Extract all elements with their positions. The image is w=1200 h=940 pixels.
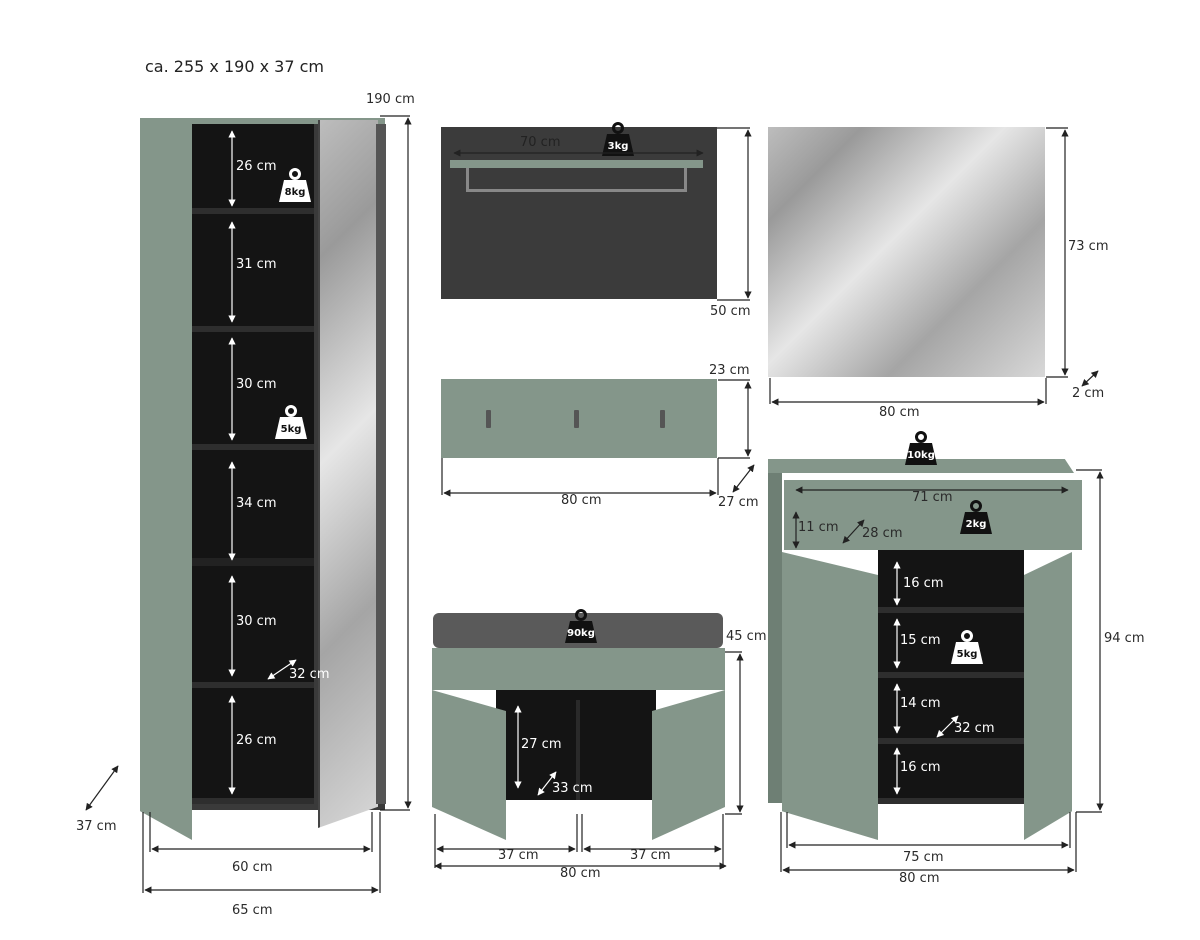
compartment-height: 26 cm <box>236 159 277 174</box>
bench-divider <box>576 700 580 800</box>
rack-depth-label: 27 cm <box>718 495 759 510</box>
panel-height-label: 50 cm <box>710 304 751 319</box>
compartment-height: 30 cm <box>236 614 277 629</box>
rack-width-label: 80 cm <box>561 493 602 508</box>
weight-icon: 5kg <box>273 405 309 441</box>
shelf <box>192 682 314 688</box>
rail-bracket <box>684 168 687 192</box>
mirror-depth-label: 2 cm <box>1072 386 1105 401</box>
compartment-height: 15 cm <box>900 633 941 648</box>
hook-icon <box>660 410 665 428</box>
left-door <box>782 552 878 840</box>
outer-width-label: 65 cm <box>232 903 273 918</box>
shelf-handle <box>170 558 314 566</box>
compartment-height: 31 cm <box>236 257 277 272</box>
shelf <box>192 798 314 804</box>
compartment-height: 16 cm <box>903 576 944 591</box>
shelf <box>878 607 1024 613</box>
mirror-door <box>318 120 378 828</box>
cabinet-height-label: 94 cm <box>1104 631 1145 646</box>
bench-inner-height-label: 27 cm <box>521 737 562 752</box>
inner-width-label: 60 cm <box>232 860 273 875</box>
mirror-glass <box>768 127 1045 377</box>
drawer-height-label: 11 cm <box>798 520 839 535</box>
bench-width-label: 80 cm <box>560 866 601 881</box>
cabinet-side <box>376 124 386 804</box>
cabinet-top <box>140 118 385 124</box>
compartment-height: 26 cm <box>236 733 277 748</box>
shelf <box>878 738 1024 744</box>
shelf <box>878 798 1024 804</box>
mirror-width-label: 80 cm <box>879 405 920 420</box>
shelf <box>192 326 314 332</box>
panel-shelf <box>450 160 703 168</box>
drawer-width-label: 71 cm <box>912 490 953 505</box>
hook-icon <box>574 410 579 428</box>
compartment-height: 16 cm <box>900 760 941 775</box>
shelf-depth-label: 32 cm <box>954 721 995 736</box>
weight-icon: 8kg <box>277 168 313 204</box>
shelf-depth-label: 32 cm <box>289 667 330 682</box>
weight-icon: 90kg <box>563 609 599 645</box>
compartment-height: 30 cm <box>236 377 277 392</box>
rack-height-label: 23 cm <box>709 363 750 378</box>
drawer-depth-label: 28 cm <box>862 526 903 541</box>
shelf <box>192 444 314 450</box>
weight-icon: 10kg <box>903 431 939 467</box>
hook-icon <box>486 410 491 428</box>
left-door <box>140 118 192 840</box>
mirror-height-label: 73 cm <box>1068 239 1109 254</box>
cabinet-interior <box>192 124 314 804</box>
bench-height-label: 45 cm <box>726 629 767 644</box>
bench-top-frame <box>432 648 725 690</box>
compartment-height: 14 cm <box>900 696 941 711</box>
weight-icon: 5kg <box>949 630 985 666</box>
rail-bracket <box>466 168 469 192</box>
set-dimensions-title: ca. 255 x 190 x 37 cm <box>145 57 324 76</box>
inner-width-label: 75 cm <box>903 850 944 865</box>
compartment-height: 34 cm <box>236 496 277 511</box>
weight-icon: 2kg <box>958 500 994 536</box>
bench-inner-depth-label: 33 cm <box>552 781 593 796</box>
right-door <box>1024 552 1072 840</box>
hanging-rail <box>466 189 687 192</box>
shelf <box>192 208 314 214</box>
height-label: 190 cm <box>366 92 415 107</box>
panel-width-label: 70 cm <box>520 135 561 150</box>
depth-label: 37 cm <box>76 819 117 834</box>
outer-width-label: 80 cm <box>899 871 940 886</box>
cabinet-top <box>768 459 1074 473</box>
shelf <box>878 672 1024 678</box>
cabinet-side <box>768 473 782 803</box>
